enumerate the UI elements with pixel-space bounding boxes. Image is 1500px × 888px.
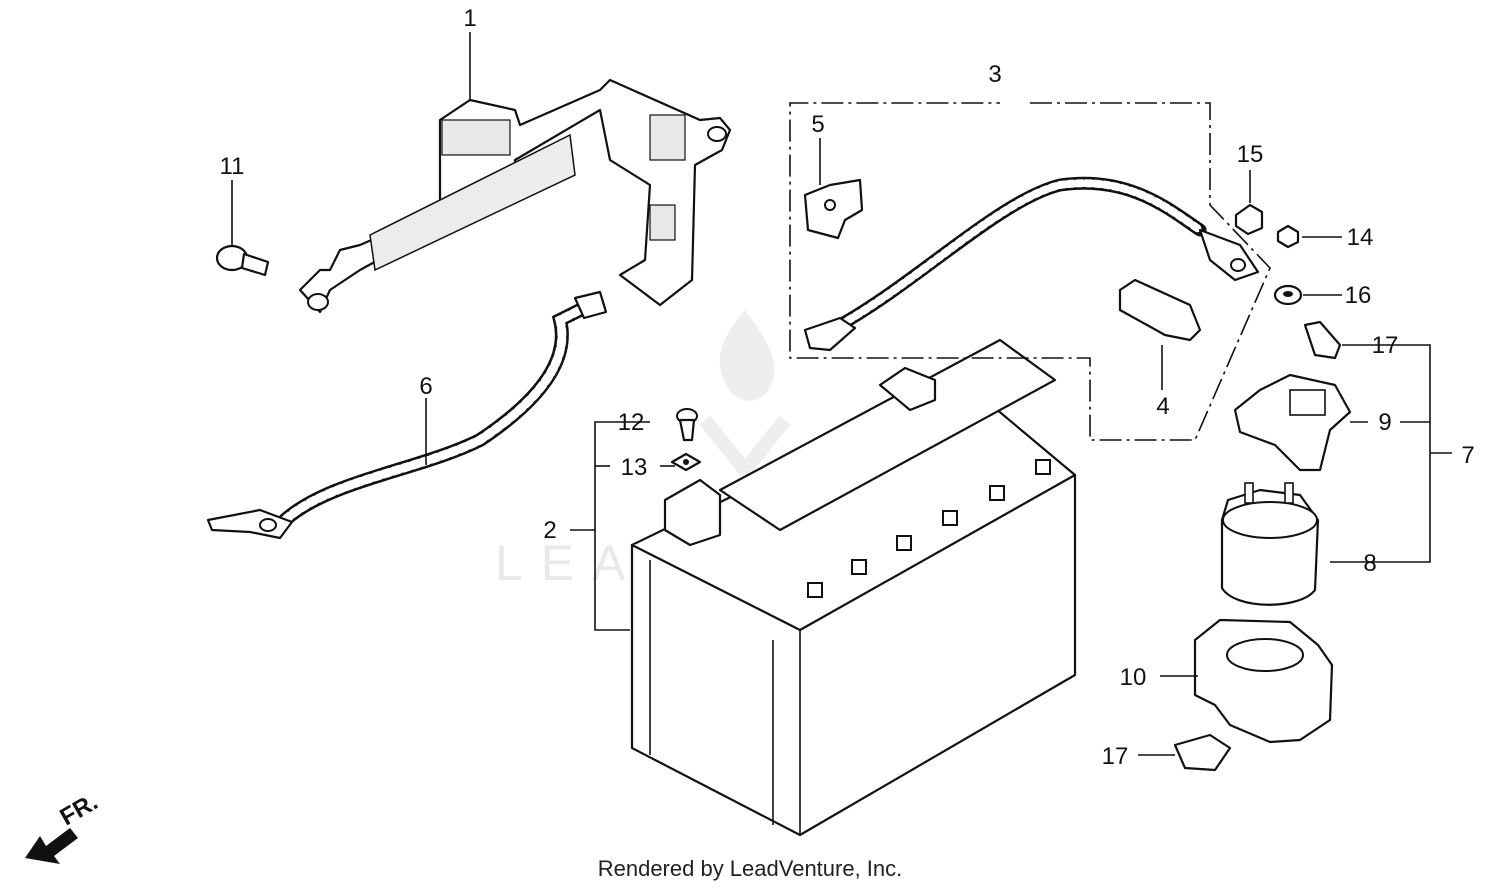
callout-16: 16 [1345, 282, 1372, 309]
callout-2: 2 [543, 517, 556, 544]
terminal-bolt-12 [676, 408, 698, 442]
callout-3: 3 [988, 61, 1001, 88]
leader-lines [231, 32, 1452, 756]
callout-13: 13 [621, 454, 648, 481]
square-nut-13 [670, 452, 702, 472]
battery-bracket [298, 78, 732, 314]
callout-12: 12 [618, 409, 645, 436]
relay-cover [1233, 373, 1352, 472]
callout-14: 14 [1347, 224, 1374, 251]
callout-10: 10 [1120, 664, 1147, 691]
bolt-11 [215, 244, 270, 277]
callout-17-bottom: 17 [1102, 743, 1129, 770]
nut-14 [1276, 224, 1300, 249]
terminal-cover [1118, 278, 1202, 342]
washer-16 [1273, 284, 1303, 306]
callout-8: 8 [1363, 550, 1376, 577]
callout-7: 7 [1461, 442, 1474, 469]
callout-17-top: 17 [1372, 332, 1399, 359]
callout-1: 1 [463, 5, 476, 32]
callout-4: 4 [1156, 393, 1169, 420]
callout-5: 5 [811, 111, 824, 138]
footer-credit: Rendered by LeadVenture, Inc. [597, 856, 903, 881]
terminal-clamp [803, 178, 864, 240]
nut-15 [1234, 203, 1264, 236]
negative-cable [206, 290, 608, 540]
callout-9: 9 [1378, 409, 1391, 436]
positive-cable [803, 176, 1260, 352]
starter-relay [1220, 482, 1320, 606]
battery [630, 338, 1077, 837]
fuse-17-top [1303, 320, 1342, 360]
front-arrow-icon [25, 828, 78, 864]
callout-15: 15 [1237, 141, 1264, 168]
fuse-17-bottom [1173, 733, 1232, 772]
callout-6: 6 [419, 373, 432, 400]
front-indicator: FR. [56, 788, 103, 831]
callout-11: 11 [220, 153, 245, 180]
relay-holder [1193, 618, 1334, 744]
